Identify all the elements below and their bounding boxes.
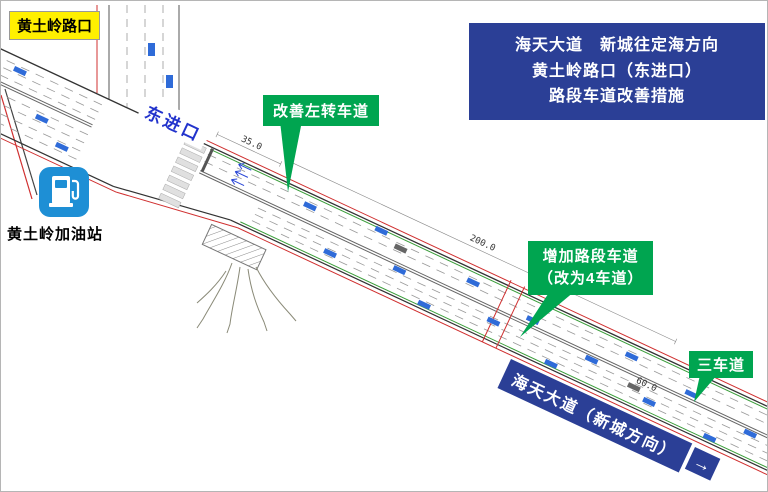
callout-add-lanes: 增加路段车道 （改为4车道）: [528, 241, 654, 295]
callout-tail-three-lanes: [694, 375, 717, 402]
stop-line: [200, 148, 215, 173]
median-island: [201, 223, 267, 271]
callout-tail-add-lanes: [520, 291, 575, 337]
callout-add-lanes-line2: （改为4车道）: [538, 269, 644, 287]
lane-arrows: [230, 163, 252, 186]
callout-improve-left-turn: 改善左转车道: [263, 95, 380, 126]
callout-three-lanes: 三车道: [689, 351, 754, 378]
lane-lines-east: [204, 153, 767, 491]
gas-station-icon: [39, 167, 89, 217]
callout-tails: [280, 121, 717, 402]
section-line: [481, 280, 512, 343]
dimension-section: 200.0: [468, 233, 497, 254]
vehicles: [12, 66, 758, 443]
lane-lines-west: [1, 26, 103, 160]
title-line-1: 海天大道 新城往定海方向: [514, 37, 719, 54]
intersection-label: 黄土岭路口: [9, 11, 101, 40]
vehicle-mark: [166, 75, 173, 88]
corner-curbs: [1, 88, 38, 200]
gas-station-label: 黄土岭加油站: [7, 226, 104, 243]
callout-add-lanes-line1: 增加路段车道: [542, 248, 639, 265]
title-line-3: 路段车道改善措施: [548, 88, 685, 106]
roadside-trees: [196, 262, 297, 334]
vehicle-mark: [148, 43, 155, 56]
title-box: 海天大道 新城往定海方向 黄土岭路口（东进口） 路段车道改善措施: [469, 23, 765, 120]
callout-tail-left-turn: [280, 121, 302, 192]
cross-road: [96, 5, 203, 144]
fuel-pump-icon: [49, 176, 80, 207]
section-line: [495, 286, 526, 349]
title-line-2: 黄土岭路口（东进口）: [531, 62, 702, 80]
